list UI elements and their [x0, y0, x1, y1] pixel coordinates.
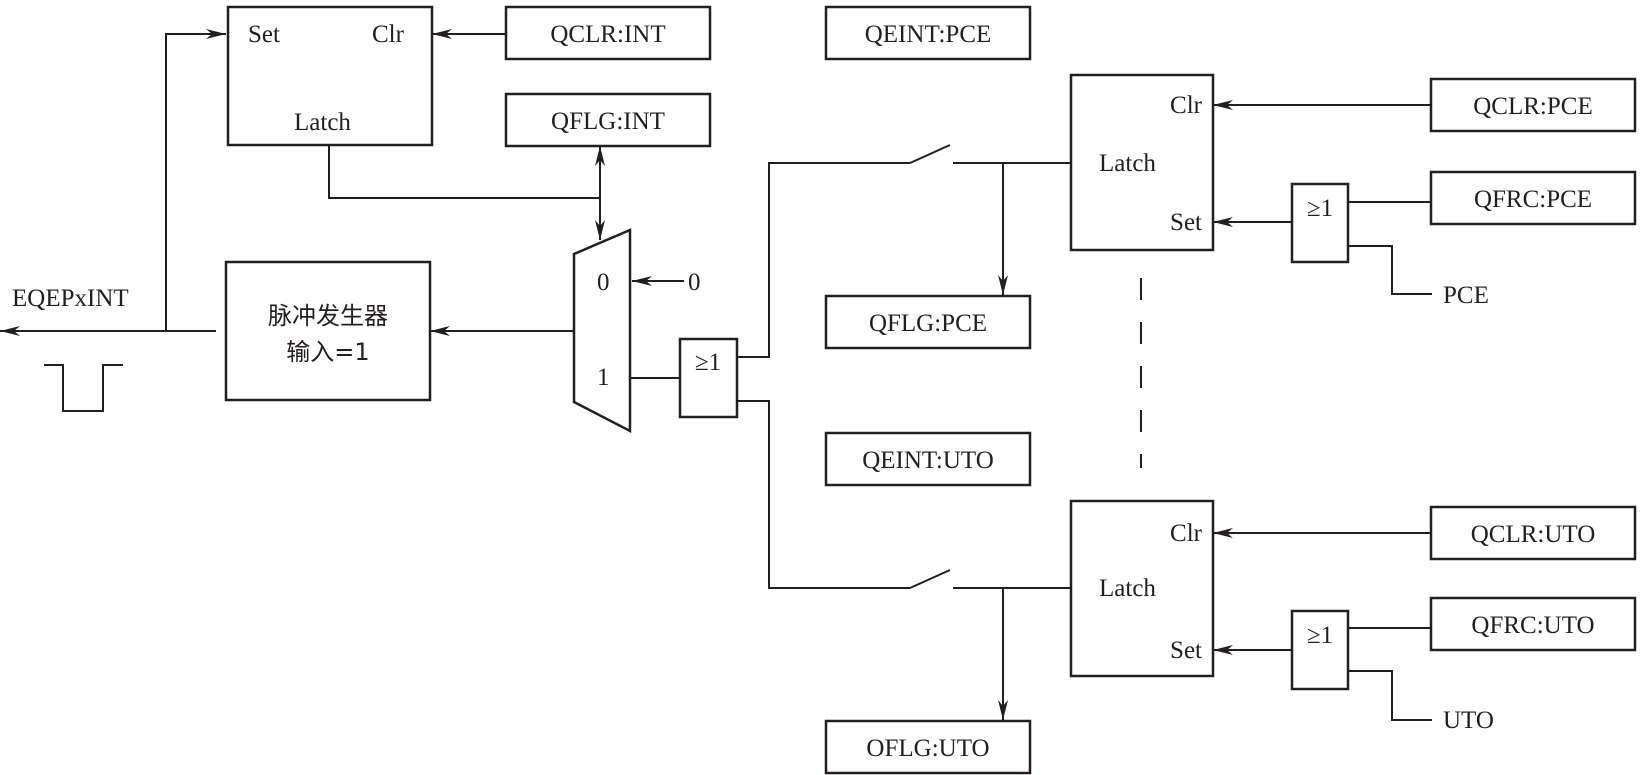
pulse-generator-subtitle: 输入=1 — [286, 338, 369, 366]
pulse-generator-title: 脉冲发生器 — [268, 302, 388, 330]
int-latch-output-wire — [328, 145, 600, 199]
qclr-uto-box — [1429, 505, 1637, 561]
int-latch: Set Clr Latch — [226, 5, 434, 147]
mux-const-0-label: 0 — [688, 269, 701, 296]
uto-latch-clr-label: Clr — [1170, 520, 1203, 547]
qflg-pce-box — [824, 294, 1032, 350]
oflg-uto-label: OFLG:UTO — [866, 735, 989, 762]
int-latch-set-wire — [165, 29, 226, 331]
pce-or-gate: ≥1 — [1290, 182, 1350, 264]
qflg-pce-label: QFLG:PCE — [869, 310, 987, 337]
qeint-pce-box — [824, 5, 1032, 61]
pce-signal-wire — [1348, 245, 1432, 295]
uto-signal-wire — [1348, 670, 1432, 721]
pulse-waveform-icon — [44, 364, 123, 412]
uto-or-gate-label: ≥1 — [1307, 622, 1333, 649]
int-latch-set-label: Set — [248, 21, 280, 48]
pce-latch-clr-label: Clr — [1170, 92, 1203, 119]
uto-latch-box — [1069, 499, 1215, 678]
eqepxint-output: EQEPxINT — [0, 285, 216, 412]
uto-or-gate-box — [1290, 609, 1350, 691]
pce-signal-label: PCE — [1443, 282, 1489, 309]
qclr-pce-label: QCLR:PCE — [1473, 93, 1592, 120]
pce-latch-latch-label: Latch — [1099, 150, 1156, 177]
pce-latch: Clr Latch Set — [1069, 73, 1215, 252]
mux-input-0-label: 0 — [597, 269, 610, 296]
qclr-pce-register: QCLR:PCE — [1429, 77, 1637, 133]
qfrc-pce-label: QFRC:PCE — [1474, 186, 1592, 213]
qflg-int-register: QFLG:INT — [504, 92, 712, 148]
eqepxint-label: EQEPxINT — [12, 285, 129, 312]
qfrc-pce-box — [1429, 170, 1637, 226]
qclr-uto-label: QCLR:UTO — [1471, 521, 1596, 548]
main-or-gate: ≥1 — [678, 337, 739, 419]
int-latch-clr-label: Clr — [372, 21, 405, 48]
qeint-uto-register: QEINT:UTO — [824, 431, 1032, 487]
uto-or-gate: ≥1 — [1290, 609, 1350, 691]
pulse-generator: 脉冲发生器 输入=1 — [224, 260, 432, 402]
pce-switch — [909, 144, 951, 164]
uto-latch: Clr Latch Set — [1069, 499, 1215, 678]
uto-signal-label: UTO — [1443, 707, 1494, 734]
qfrc-pce-register: QFRC:PCE — [1429, 170, 1637, 226]
oflg-uto-box — [824, 719, 1032, 775]
qeint-uto-label: QEINT:UTO — [862, 447, 994, 474]
qflg-int-box — [504, 92, 712, 148]
or-to-uto-switch-wire — [737, 400, 910, 589]
pce-latch-set-label: Set — [1170, 209, 1202, 236]
uto-latch-latch-label: Latch — [1099, 575, 1156, 602]
qeint-pce-label: QEINT:PCE — [865, 21, 992, 48]
qfrc-uto-register: QFRC:UTO — [1429, 596, 1637, 652]
uto-switch — [909, 569, 951, 589]
mux-input-1-label: 1 — [597, 364, 610, 391]
qeint-uto-box — [824, 431, 1032, 487]
qclr-pce-box — [1429, 77, 1637, 133]
mux-shape — [572, 228, 632, 434]
qflg-int-label: QFLG:INT — [551, 108, 665, 135]
int-latch-latch-label: Latch — [294, 109, 351, 136]
uto-switch-blade — [909, 569, 951, 589]
qfrc-uto-label: QFRC:UTO — [1471, 612, 1594, 639]
qclr-int-label: QCLR:INT — [550, 21, 665, 48]
qclr-uto-register: QCLR:UTO — [1429, 505, 1637, 561]
pulse-generator-box — [224, 260, 432, 402]
qfrc-uto-box — [1429, 596, 1637, 652]
multiplexer: 0 1 0 — [572, 228, 701, 434]
pce-or-gate-label: ≥1 — [1307, 195, 1333, 222]
qeint-pce-register: QEINT:PCE — [824, 5, 1032, 61]
qflg-pce-register: QFLG:PCE — [824, 294, 1032, 350]
main-or-gate-label: ≥1 — [695, 349, 721, 376]
qclr-int-register: QCLR:INT — [504, 5, 712, 61]
oflg-uto-register: OFLG:UTO — [824, 719, 1032, 775]
pce-switch-blade — [909, 144, 951, 164]
or-to-pce-switch-wire — [737, 162, 910, 358]
main-or-gate-box — [678, 337, 739, 419]
pce-latch-box — [1069, 73, 1215, 252]
uto-latch-set-label: Set — [1170, 637, 1202, 664]
